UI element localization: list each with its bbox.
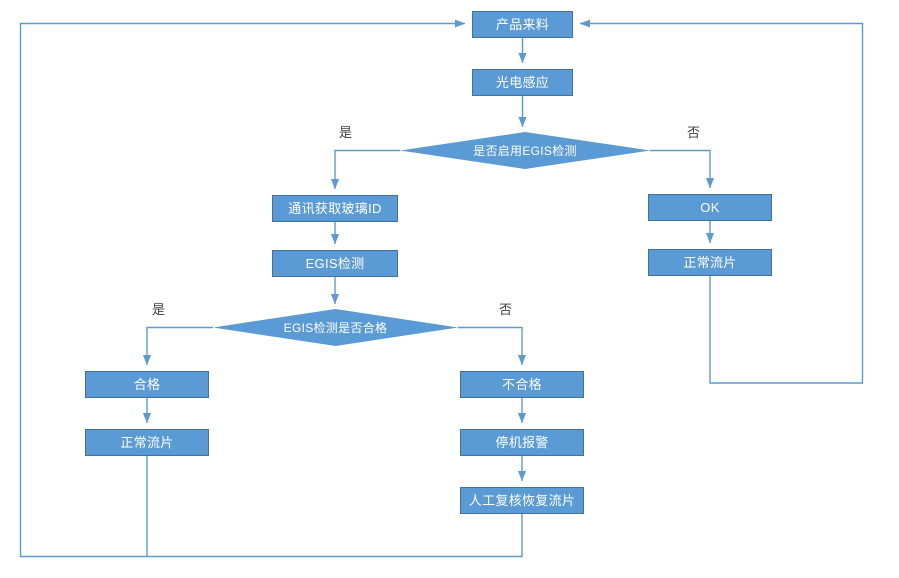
edge-egis-enable-yes [330, 149, 400, 190]
edge-egispass-yes [142, 326, 213, 366]
node-start-label: 产品来料 [495, 17, 550, 32]
node-fail-label: 不合格 [502, 377, 542, 392]
node-normal-flow-right-label: 正常流片 [683, 255, 737, 270]
node-pass[interactable]: 合格 [85, 371, 209, 398]
node-egis-detect[interactable]: EGIS检测 [272, 250, 398, 277]
edge-label-yes-egis-pass: 是 [152, 302, 166, 317]
edge-egispass-no [458, 326, 527, 366]
node-decision-enable-egis[interactable]: 是否启用EGIS检测 [400, 132, 650, 169]
edge-label-no-egis-pass: 否 [499, 302, 513, 317]
node-normal-flow-right[interactable]: 正常流片 [648, 249, 772, 276]
node-start[interactable]: 产品来料 [472, 11, 573, 38]
node-ok[interactable]: OK [648, 194, 772, 221]
node-egis-detect-label: EGIS检测 [305, 256, 365, 271]
node-photoelectric-sensing-label: 光电感应 [495, 75, 550, 90]
node-photoelectric-sensing[interactable]: 光电感应 [472, 69, 573, 96]
node-fail[interactable]: 不合格 [460, 371, 584, 398]
node-stop-alarm-label: 停机报警 [495, 435, 549, 450]
diamond-shape-icon [213, 309, 458, 346]
node-get-glass-id[interactable]: 通讯获取玻璃ID [272, 195, 398, 222]
node-get-glass-id-label: 通讯获取玻璃ID [288, 201, 382, 216]
node-manual-recheck-resume[interactable]: 人工复核恢复流片 [460, 487, 584, 514]
node-pass-label: 合格 [133, 377, 161, 392]
node-decision-egis-pass[interactable]: EGIS检测是否合格 [213, 309, 458, 346]
edge-egis-enable-no [650, 149, 715, 189]
node-manual-recheck-resume-label: 人工复核恢复流片 [468, 493, 576, 508]
node-normal-flow-left-label: 正常流片 [120, 435, 174, 450]
node-decision-egis-pass-label: EGIS检测是否合格 [283, 320, 388, 335]
diamond-shape-icon [400, 132, 650, 169]
node-stop-alarm[interactable]: 停机报警 [460, 429, 584, 456]
edge-loop-bottom-to-start [19, 19, 523, 558]
edge-loop-right-to-start [579, 19, 864, 384]
edge-label-no-enable-egis: 否 [687, 125, 701, 140]
node-normal-flow-left[interactable]: 正常流片 [85, 429, 209, 456]
edge-label-yes-enable-egis: 是 [339, 125, 353, 140]
node-decision-enable-egis-label: 是否启用EGIS检测 [473, 143, 577, 158]
node-ok-label: OK [700, 200, 720, 215]
